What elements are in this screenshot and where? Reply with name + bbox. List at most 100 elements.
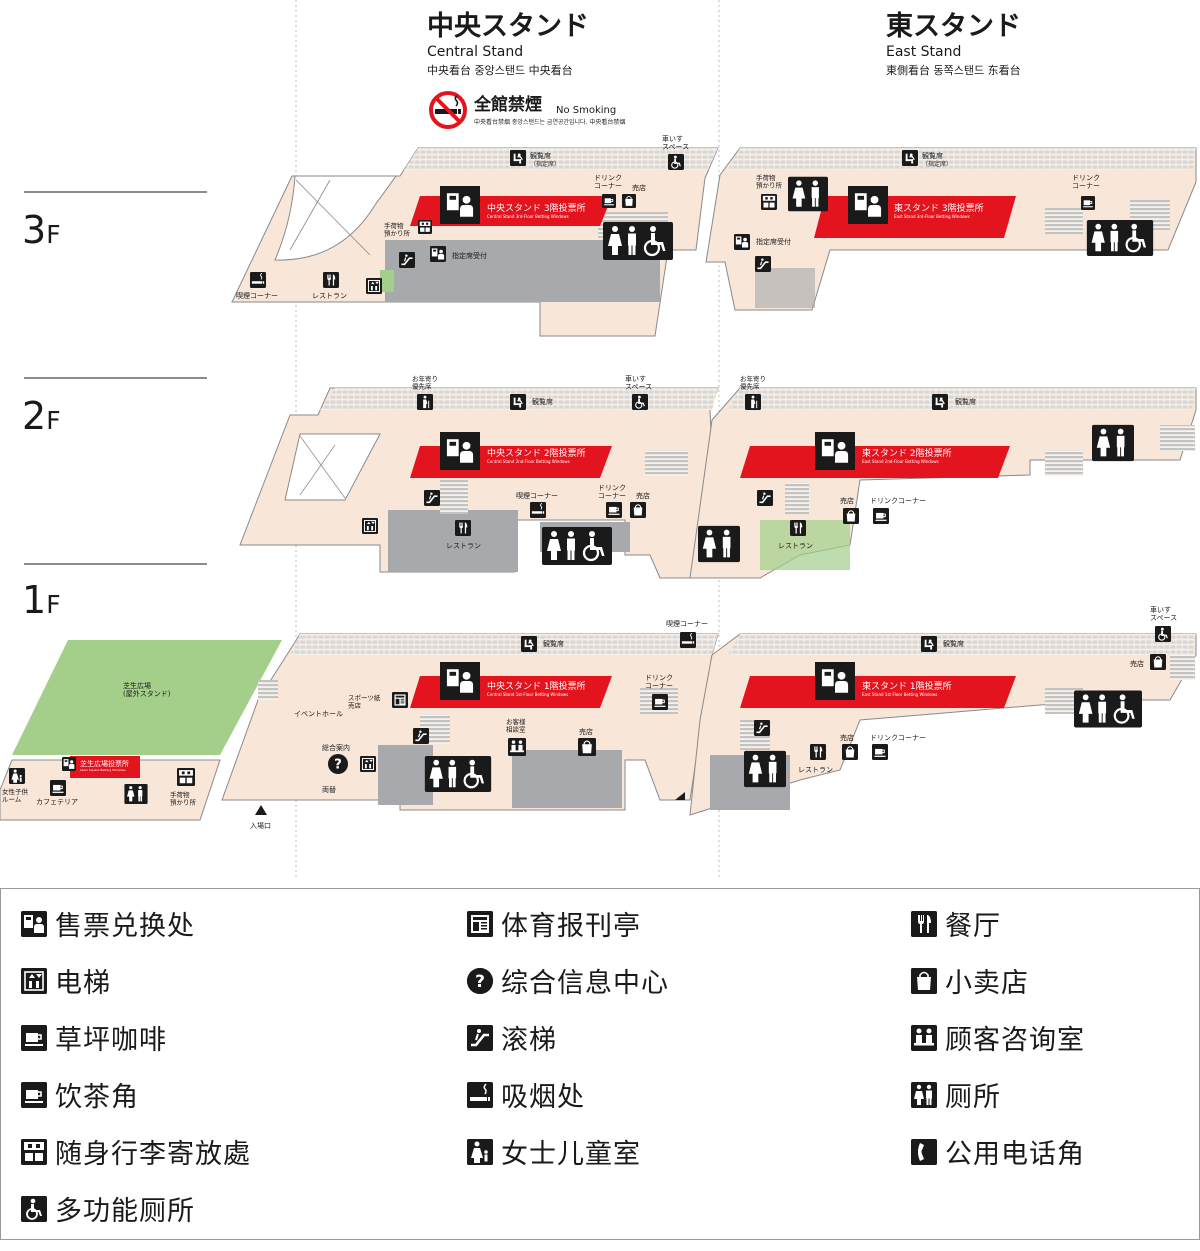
no-smoking-icon — [429, 91, 467, 129]
restaurant-label: レストラン — [778, 542, 813, 550]
reserved-label: （指定席） — [922, 160, 952, 168]
legend-item: 随身行李寄放處 — [21, 1137, 251, 1170]
betting-windows-e1-en: East Stand 1st-Floor Betting Windows — [862, 692, 937, 697]
drink-icon — [602, 194, 616, 208]
betting-windows-e2-ja: 東スタンド 2階投票所 — [862, 447, 952, 459]
legend-label: 小卖店 — [945, 968, 1029, 999]
smoking-icon — [467, 1081, 493, 1108]
no-smoking-sub: 中央看台禁烟 중앙스탠드는 금연공간입니다. 中央看台禁烟 — [474, 118, 625, 126]
legend-label: 女士儿童室 — [501, 1139, 641, 1170]
floor-label-1f: 1F — [22, 563, 207, 622]
ticket-exchange-icon — [443, 664, 477, 698]
betting-windows-e2-en: East Stand 2nd-Floor Betting Windows — [862, 459, 939, 464]
restaurant-icon — [323, 272, 339, 288]
seats-label: 観覧席 — [532, 397, 553, 406]
seats-label: 観覧席 — [530, 151, 551, 160]
shop-label: 売店 — [840, 496, 854, 505]
drink-icon — [1080, 196, 1096, 210]
consult-label: お客様相談室 — [506, 717, 526, 733]
east-stand-sub: 東側看台 동쪽스탠드 东看台 — [886, 63, 1021, 77]
elevator-icon — [21, 967, 47, 994]
entrance-marker — [255, 805, 267, 815]
floor-1f: 芝生広場(屋外スタンド) 芝生広場投票所 Lawn Square Betting… — [0, 605, 1197, 830]
ticket-exchange-icon — [851, 188, 885, 222]
baggage-icon — [418, 220, 432, 234]
betting-windows-c2-ja: 中央スタンド 2階投票所 — [487, 447, 586, 459]
legend-item: 多功能厕所 — [21, 1194, 251, 1227]
legend-item: 厕所 — [911, 1080, 1085, 1113]
restaurant-label: レストラン — [312, 292, 347, 300]
shop-label: 売店 — [840, 733, 854, 742]
reserved-desk-label: 指定席受付 — [452, 251, 487, 260]
seats-label: 観覧席 — [922, 151, 943, 160]
legend-item: 电梯 — [21, 966, 251, 999]
toilet-icon — [124, 784, 148, 804]
wheelchair-space-label: 車いすスペース — [625, 374, 652, 391]
escalator-icon — [413, 728, 429, 744]
smoking-icon — [530, 502, 546, 518]
drink-icon — [606, 502, 622, 518]
legend-label: 吸烟处 — [501, 1082, 585, 1113]
escalator-icon — [755, 256, 771, 272]
legend-label: 体育报刊亭 — [501, 911, 641, 942]
information-label: 総合案内 — [322, 743, 350, 752]
accessible-toilet-icon — [21, 1195, 47, 1222]
legend-item: 饮茶角 — [21, 1080, 251, 1113]
betting-windows-c3-ja: 中央スタンド 3階投票所 — [487, 202, 586, 214]
legend-label: 滚梯 — [501, 1025, 557, 1056]
east-stand-title: 東スタンド — [886, 11, 1021, 42]
toilet-icon — [698, 525, 740, 563]
central-stand-header: 中央スタンド Central Stand 中央看台 중앙스탠드 中央看台 — [427, 11, 589, 77]
restaurant-label: レストラン — [446, 542, 481, 550]
seats-label: 観覧席 — [543, 639, 564, 648]
elderly-priority-label: お年寄り優先席 — [740, 374, 766, 390]
elevator-icon — [362, 518, 378, 534]
elevator-icon — [366, 278, 382, 294]
legend-item: 顾客咨询室 — [911, 1023, 1085, 1056]
seating-icon — [510, 394, 526, 410]
lawn-square-label: 芝生広場(屋外スタンド) — [123, 681, 171, 698]
svg-text:1F: 1F — [22, 578, 61, 622]
elderly-seat-icon — [745, 394, 761, 410]
legend-label: 电梯 — [55, 968, 111, 999]
drink-corner-label: ドリンクコーナー — [870, 497, 926, 505]
sports-paper-icon — [392, 692, 408, 708]
legend-column-1: 售票兑换处 电梯 草坪咖啡 饮茶角 随身行李寄放處 多功能厕所 — [21, 909, 251, 1251]
escalator-icon — [467, 1024, 493, 1051]
betting-windows-c2-en: Central Stand 2nd-Floor Betting Windows — [487, 459, 570, 464]
legend-label: 公用电话角 — [945, 1139, 1085, 1170]
betting-windows-c1-en: Central Stand 1st-Floor Betting Windows — [487, 692, 568, 697]
smoking-label: 喫煙コーナー — [666, 619, 708, 628]
women-children-icon — [9, 768, 25, 784]
elderly-priority-label: お年寄り優先席 — [412, 374, 438, 390]
drink-icon — [872, 744, 888, 760]
restaurant-icon — [790, 520, 806, 536]
reserved-desk-icon — [734, 234, 750, 250]
baggage-icon — [21, 1138, 47, 1165]
elevator-icon — [360, 756, 376, 772]
toilet-icon — [788, 176, 828, 212]
restaurant-icon — [810, 744, 826, 760]
betting-windows-e1-ja: 東スタンド 1階投票所 — [862, 680, 952, 692]
legend-label: 综合信息中心 — [501, 968, 669, 999]
shop-icon — [843, 508, 859, 524]
reserved-desk-label: 指定席受付 — [756, 237, 791, 246]
central-stand-sub: 中央看台 중앙스탠드 中央看台 — [427, 63, 573, 77]
wheelchair-space-label: 車いすスペース — [662, 134, 689, 151]
ticket-exchange-icon — [818, 434, 852, 468]
wheelchair-space-icon — [1155, 626, 1171, 642]
women-children-label: 女性子供ルーム — [2, 787, 29, 803]
legend-item: 售票兑换处 — [21, 909, 251, 942]
ticket-exchange-icon — [21, 910, 47, 937]
sports-paper-label: スポーツ紙売店 — [348, 693, 381, 709]
elderly-seat-icon — [417, 394, 433, 410]
legend-item: 体育报刊亭 — [467, 909, 669, 942]
restaurant-icon — [455, 520, 471, 536]
lawn-square — [12, 640, 282, 755]
wheelchair-space-icon — [668, 154, 684, 170]
floor-label-3f: 3F — [22, 191, 207, 252]
betting-windows-e2 — [740, 446, 1010, 478]
info-icon — [467, 967, 493, 994]
drink-icon — [873, 508, 889, 524]
betting-windows-e3-en: East Stand 3rd-Floor Betting Windows — [894, 214, 970, 219]
